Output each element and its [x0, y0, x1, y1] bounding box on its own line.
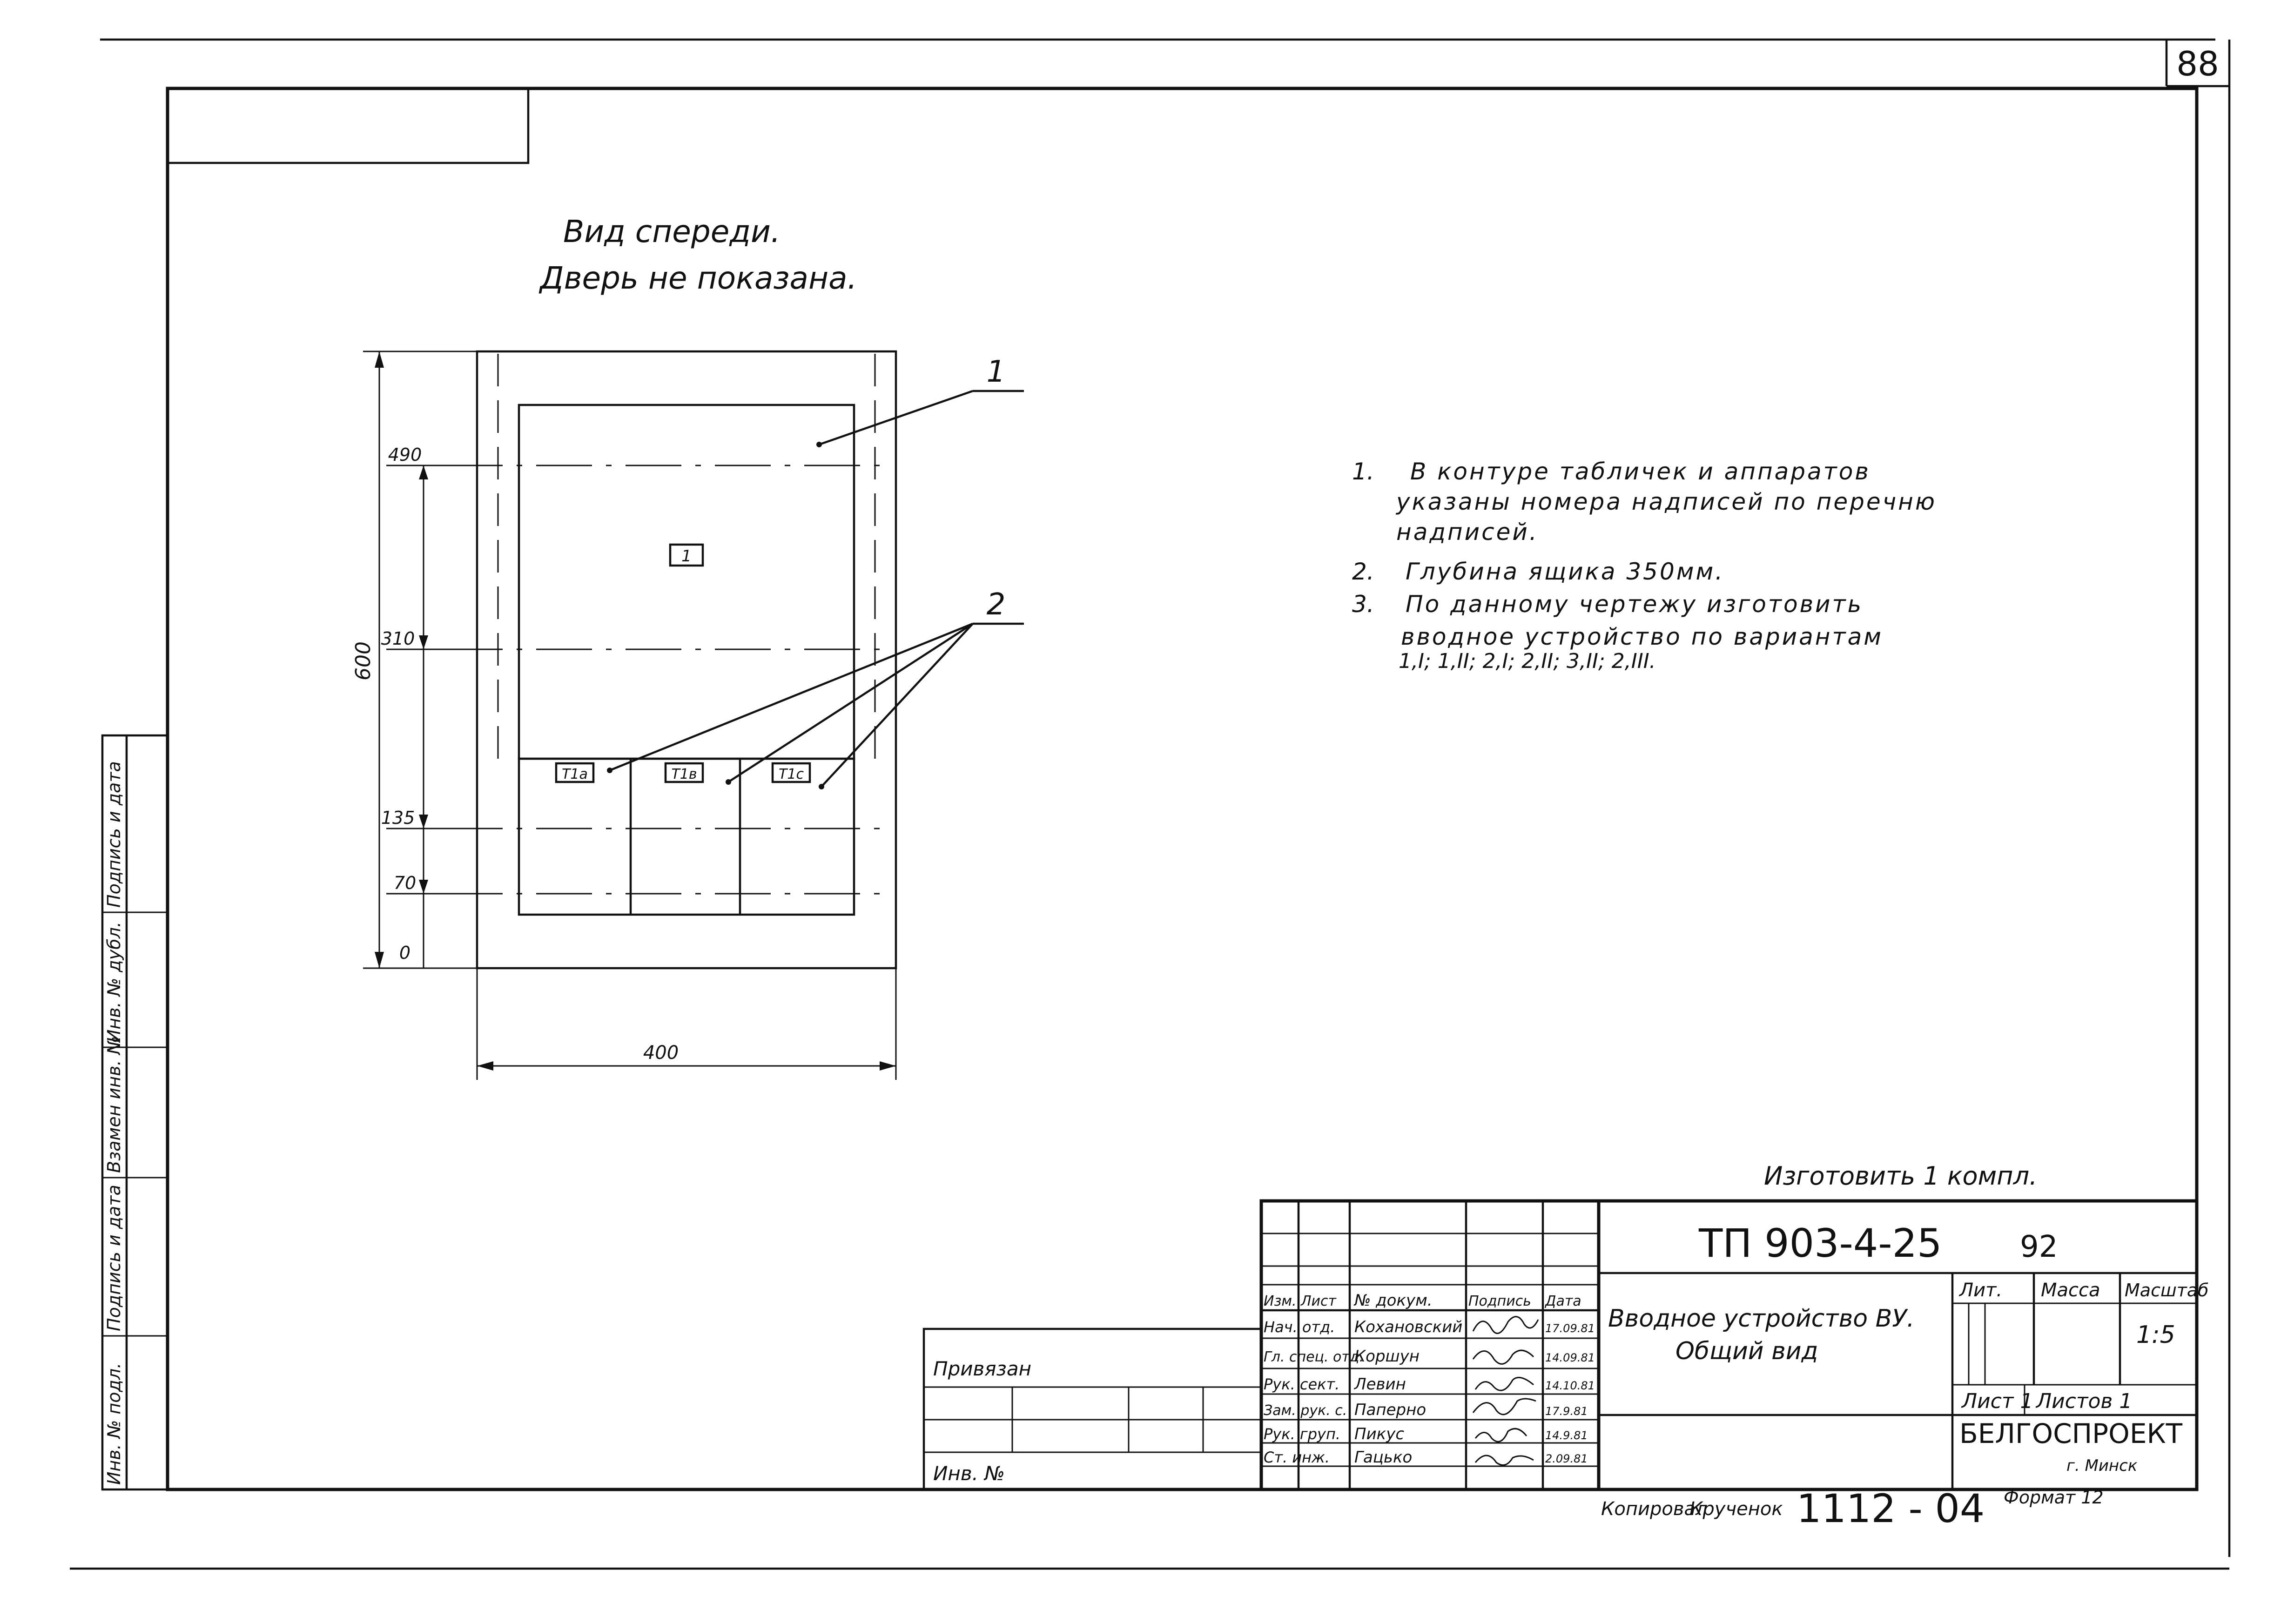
hdr-sign: Подпись	[1468, 1293, 1531, 1309]
copy-number: 1112 - 04	[1797, 1486, 1985, 1531]
format-label: Формат 12	[2004, 1487, 2104, 1508]
staff-name-1: Кохановский	[1354, 1318, 1462, 1336]
privyazan-block: Привязан Инв. №	[922, 1328, 1263, 1491]
view-caption-line1: Вид спереди.	[563, 214, 781, 249]
org-name: БЕЛГОСПРОЕКТ	[1959, 1418, 2183, 1449]
cell-label-b: Т1в	[671, 766, 697, 782]
staff-role-2: Гл. спец. отд.	[1264, 1349, 1364, 1365]
privyazan-label: Привязан	[933, 1357, 1031, 1380]
staff-role-3: Рук. сект.	[1264, 1375, 1339, 1393]
page-number: 88	[2176, 44, 2219, 83]
main-panel-label-box	[669, 543, 704, 567]
scale-label: Масштаб	[2125, 1280, 2209, 1301]
bottom-line: Копировал Крученок 1112 - 04 Формат 12	[1601, 1486, 2104, 1531]
left-strip-inv-dubl: Инв. № дубл.	[104, 922, 124, 1043]
note-3-line2: вводное устройство по вариантам	[1401, 623, 1883, 650]
staff-role-5: Рук. груп.	[1264, 1425, 1340, 1443]
hdr-sheet: Лист	[1300, 1293, 1337, 1309]
inv-no-label: Инв. №	[933, 1462, 1005, 1485]
staff-name-2: Коршун	[1354, 1347, 1420, 1366]
dim-height-total: 600	[351, 641, 375, 681]
copied-label: Копировал	[1601, 1498, 1708, 1520]
staff-date-2: 14.09.81	[1545, 1351, 1595, 1364]
left-strip-sign-date-2: Подпись и дата	[104, 761, 124, 908]
scale-value: 1:5	[2136, 1321, 2175, 1349]
lit-label: Лит.	[1958, 1280, 2002, 1301]
sheets-label: Листов 1	[2035, 1389, 2132, 1413]
staff-date-5: 14.9.81	[1545, 1429, 1588, 1442]
note-1-num: 1.	[1352, 458, 1374, 485]
title-line2: Общий вид	[1675, 1337, 1818, 1365]
staff-name-6: Гацько	[1354, 1448, 1412, 1467]
note-3-num: 3.	[1352, 591, 1374, 618]
make-note: Изготовить 1 компл.	[1764, 1161, 2037, 1191]
dim-level-490: 490	[388, 445, 422, 465]
staff-date-6: 2.09.81	[1545, 1452, 1588, 1465]
sheet-label: Лист 1	[1961, 1389, 2033, 1413]
hdr-date: Дата	[1544, 1293, 1581, 1309]
view-caption-line2: Дверь не показана.	[538, 260, 857, 296]
left-strip-vzamen: Взамен инв. №	[104, 1036, 124, 1173]
staff-name-3: Левин	[1353, 1375, 1406, 1394]
callout-1: 1	[987, 355, 1006, 389]
staff-role-4: Зам. рук. с.	[1264, 1402, 1347, 1419]
cell-label-c: Т1с	[779, 766, 804, 782]
signatures	[1472, 1316, 1539, 1466]
staff-date-3: 14.10.81	[1545, 1379, 1595, 1392]
note-3-line3: 1,I; 1,II; 2,I; 2,II; 3,II; 2,III.	[1399, 649, 1656, 673]
cell-label-a: Т1а	[562, 766, 588, 782]
note-2-num: 2.	[1352, 558, 1374, 585]
staff-name-4: Паперно	[1354, 1401, 1426, 1419]
mass-label: Масса	[2041, 1280, 2100, 1301]
note-1-line3: надписей.	[1396, 519, 1539, 546]
title-block: ТП 903-4-25 92 Вводное устройство ВУ. Об…	[1259, 1199, 2209, 1491]
note-1-line2: указаны номера надписей по перечню	[1395, 488, 1937, 515]
staff-name-5: Пикус	[1354, 1425, 1404, 1443]
note-2-line1: Глубина ящика 350мм.	[1406, 558, 1724, 585]
staff-role-1: Нач. отд.	[1264, 1318, 1335, 1336]
hdr-change: Изм.	[1264, 1293, 1297, 1309]
doc-code: ТП 903-4-25	[1698, 1220, 1942, 1266]
note-1-line1: В контуре табличек и аппаратов	[1410, 458, 1871, 485]
left-strip-sign-date-1: Подпись и дата	[104, 1185, 124, 1331]
org-city: г. Минск	[2066, 1456, 2138, 1475]
copied-name: Крученок	[1689, 1498, 1783, 1520]
sheet-frame	[70, 38, 2231, 1570]
dim-width: 400	[643, 1042, 679, 1064]
main-panel-label: 1	[681, 547, 692, 566]
dim-level-0: 0	[399, 943, 410, 963]
left-strip: Инв. № подл. Подпись и дата Взамен инв. …	[101, 734, 169, 1491]
dimensions: 600 490 310 135 70 0 400	[351, 350, 897, 1080]
dim-level-135: 135	[381, 808, 415, 828]
callout-2: 2	[987, 587, 1006, 622]
note-3-line1: По данному чертежу изготовить	[1406, 591, 1863, 618]
sheet-code: 92	[2020, 1230, 2058, 1264]
dim-level-70: 70	[394, 873, 416, 893]
left-strip-inv-podl: Инв. № подл.	[104, 1363, 124, 1485]
title-line1: Вводное устройство ВУ.	[1608, 1305, 1914, 1333]
dim-level-310: 310	[381, 628, 415, 649]
staff-date-1: 17.09.81	[1545, 1322, 1595, 1335]
notes: 1. В контуре табличек и аппаратов указан…	[1352, 458, 1937, 673]
hdr-docno: № докум.	[1353, 1291, 1433, 1310]
staff-date-4: 17.9.81	[1545, 1405, 1588, 1418]
cabinet-front-view: 1 Т1а Т1в Т1с 1 2	[447, 350, 1024, 970]
staff-role-6: Ст. инж.	[1264, 1449, 1330, 1466]
